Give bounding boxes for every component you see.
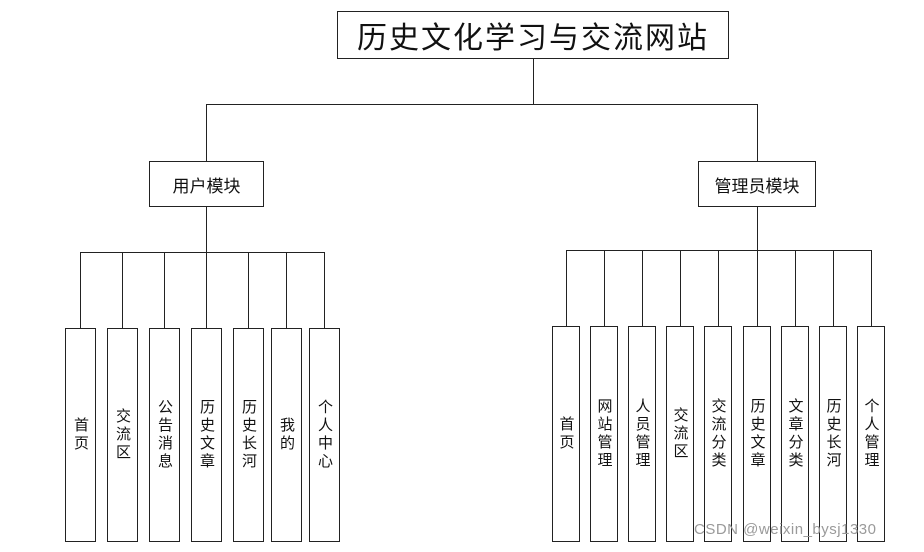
admin-leaf-label: 历史文章 [748, 398, 767, 470]
user-leaf-label: 首页 [72, 417, 90, 453]
connector-root-branch [206, 104, 758, 105]
admin-leaf-label: 网站管理 [595, 398, 614, 470]
user-leaf-node: 历史文章 [191, 328, 222, 542]
connector-admin-leaf [871, 250, 872, 326]
connector-admin-leaf [604, 250, 605, 326]
connector-user-leaf [206, 252, 207, 328]
connector-user-down [206, 207, 207, 252]
admin-leaf-node: 人员管理 [628, 326, 656, 542]
admin-leaf-label: 首页 [557, 416, 576, 452]
connector-admin-leaf [680, 250, 681, 326]
user-leaf-label: 个人中心 [316, 399, 334, 471]
admin-leaf-label: 交流区 [671, 407, 690, 461]
admin-module-label: 管理员模块 [714, 176, 800, 197]
root-node: 历史文化学习与交流网站 [337, 11, 729, 59]
connector-user-leaf [122, 252, 123, 328]
root-title: 历史文化学习与交流网站 [357, 21, 709, 56]
user-leaf-node: 历史长河 [233, 328, 264, 542]
connector-user-leaf [80, 252, 81, 328]
admin-leaf-label: 交流分类 [709, 398, 728, 470]
admin-leaf-node: 交流分类 [704, 326, 732, 542]
watermark-text: CSDN @weixin_bysj1330 [694, 521, 877, 538]
admin-leaf-label: 个人管理 [862, 398, 881, 470]
connector-user-branch [80, 252, 325, 253]
admin-leaf-label: 人员管理 [633, 398, 652, 470]
user-leaf-node: 交流区 [107, 328, 138, 542]
connector-user-leaf [286, 252, 287, 328]
user-module-node: 用户模块 [149, 161, 264, 207]
user-leaf-label: 交流区 [114, 408, 132, 462]
admin-leaf-node: 个人管理 [857, 326, 885, 542]
connector-admin-leaf [795, 250, 796, 326]
admin-module-node: 管理员模块 [698, 161, 816, 207]
admin-leaf-node: 历史文章 [743, 326, 771, 542]
user-module-label: 用户模块 [172, 176, 241, 197]
connector-user-leaf [324, 252, 325, 328]
admin-leaf-node: 历史长河 [819, 326, 847, 542]
connector-admin-leaf [757, 250, 758, 326]
connector-admin-leaf [718, 250, 719, 326]
connector-admin-leaf [566, 250, 567, 326]
connector-root-down [533, 59, 534, 104]
user-leaf-node: 我的 [271, 328, 302, 542]
connector-to-admin-module [757, 104, 758, 161]
connector-user-leaf [248, 252, 249, 328]
user-leaf-node: 个人中心 [309, 328, 340, 542]
admin-leaf-node: 文章分类 [781, 326, 809, 542]
admin-leaf-node: 首页 [552, 326, 580, 542]
connector-admin-leaf [642, 250, 643, 326]
connector-to-user-module [206, 104, 207, 161]
user-leaf-node: 首页 [65, 328, 96, 542]
user-leaf-label: 历史文章 [198, 399, 216, 471]
connector-admin-leaf [833, 250, 834, 326]
admin-leaf-label: 文章分类 [786, 398, 805, 470]
user-leaf-label: 公告消息 [156, 399, 174, 471]
user-leaf-label: 历史长河 [240, 399, 258, 471]
user-leaf-node: 公告消息 [149, 328, 180, 542]
admin-leaf-node: 网站管理 [590, 326, 618, 542]
admin-leaf-node: 交流区 [666, 326, 694, 542]
connector-admin-down [757, 207, 758, 250]
connector-user-leaf [164, 252, 165, 328]
user-leaf-label: 我的 [278, 417, 296, 453]
admin-leaf-label: 历史长河 [824, 398, 843, 470]
